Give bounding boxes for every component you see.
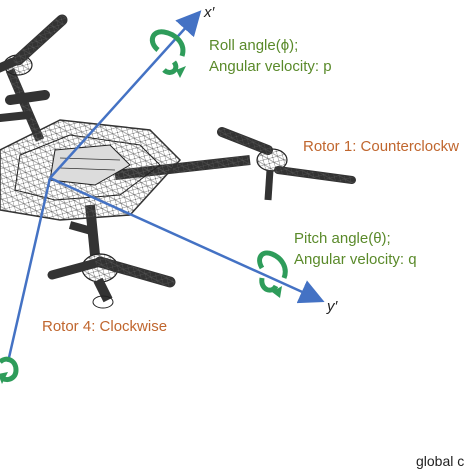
propeller-rotor4-b [47,257,105,280]
roll-angle-label: Roll angle(ϕ); [209,37,299,54]
pitch-velocity-label: Angular velocity: q [294,251,417,268]
y-axis-arrow [49,176,325,304]
y-axis-label: y′ [327,298,338,315]
roll-rotation-arrow-icon [149,29,186,78]
x-axis-label: x′ [204,4,215,21]
propeller-left-b [5,90,50,105]
z-axis-line [6,177,52,363]
pitch-angle-label: Pitch angle(θ); [294,230,391,247]
roll-velocity-label: Angular velocity: p [209,58,332,75]
pitch-rotation-arrow-icon [257,250,288,298]
rotor4-label: Rotor 4: Clockwise [42,318,168,335]
global-frame-label: global c [416,453,465,469]
yaw-rotation-arrow-icon [0,356,19,384]
x-axis-arrow [49,10,202,179]
rotor1-label: Rotor 1: Counterclockw [303,138,459,155]
